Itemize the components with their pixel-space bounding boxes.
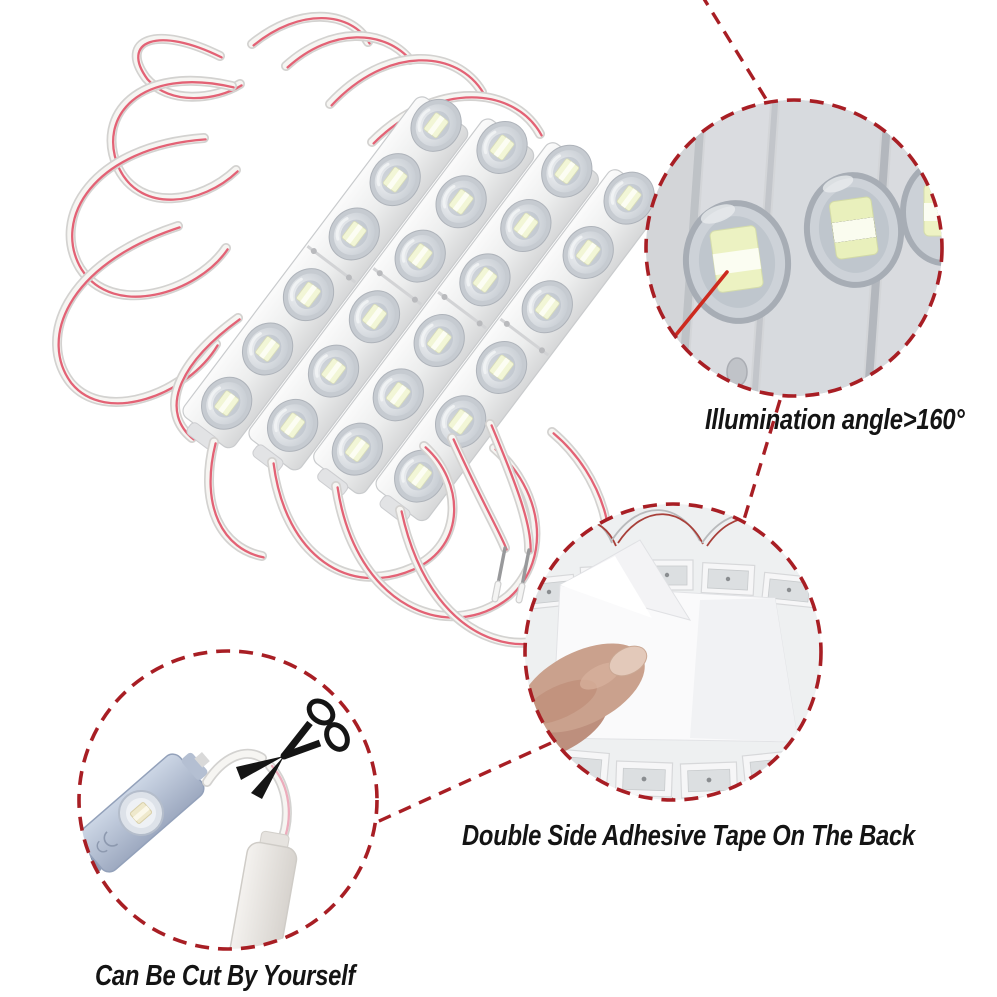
wire-bundle [52, 11, 545, 443]
inset-cut-wire [77, 649, 379, 951]
wire-to-cut [202, 749, 267, 787]
hand [525, 643, 648, 764]
stripped-wire-ends [447, 419, 535, 604]
lens-closeup-photo [646, 100, 942, 396]
next-led-module [228, 830, 298, 949]
caption-illumination-angle: Illumination angle>160° [705, 404, 965, 436]
led-lens-partial [900, 158, 942, 266]
led-module-stack [52, 11, 671, 648]
caption-cut-yourself: Can Be Cut By Yourself [95, 960, 356, 992]
caption-adhesive-tape: Double Side Adhesive Tape On The Back [462, 820, 915, 852]
led-lens-large [803, 172, 905, 288]
inset-adhesive-tape [523, 502, 823, 802]
leader-line-top [702, 0, 768, 100]
inset-circle-adhesive [523, 502, 823, 802]
scissors-icon [236, 698, 350, 799]
single-led-module [79, 752, 210, 877]
leader-line-bottom [376, 741, 552, 824]
inset-illumination-angle [644, 98, 944, 398]
adhesive-sheet [551, 539, 799, 743]
inset-circle-cut [77, 649, 379, 951]
cut-closeup-photo [79, 651, 377, 949]
inset-circle-illumination [644, 98, 944, 398]
